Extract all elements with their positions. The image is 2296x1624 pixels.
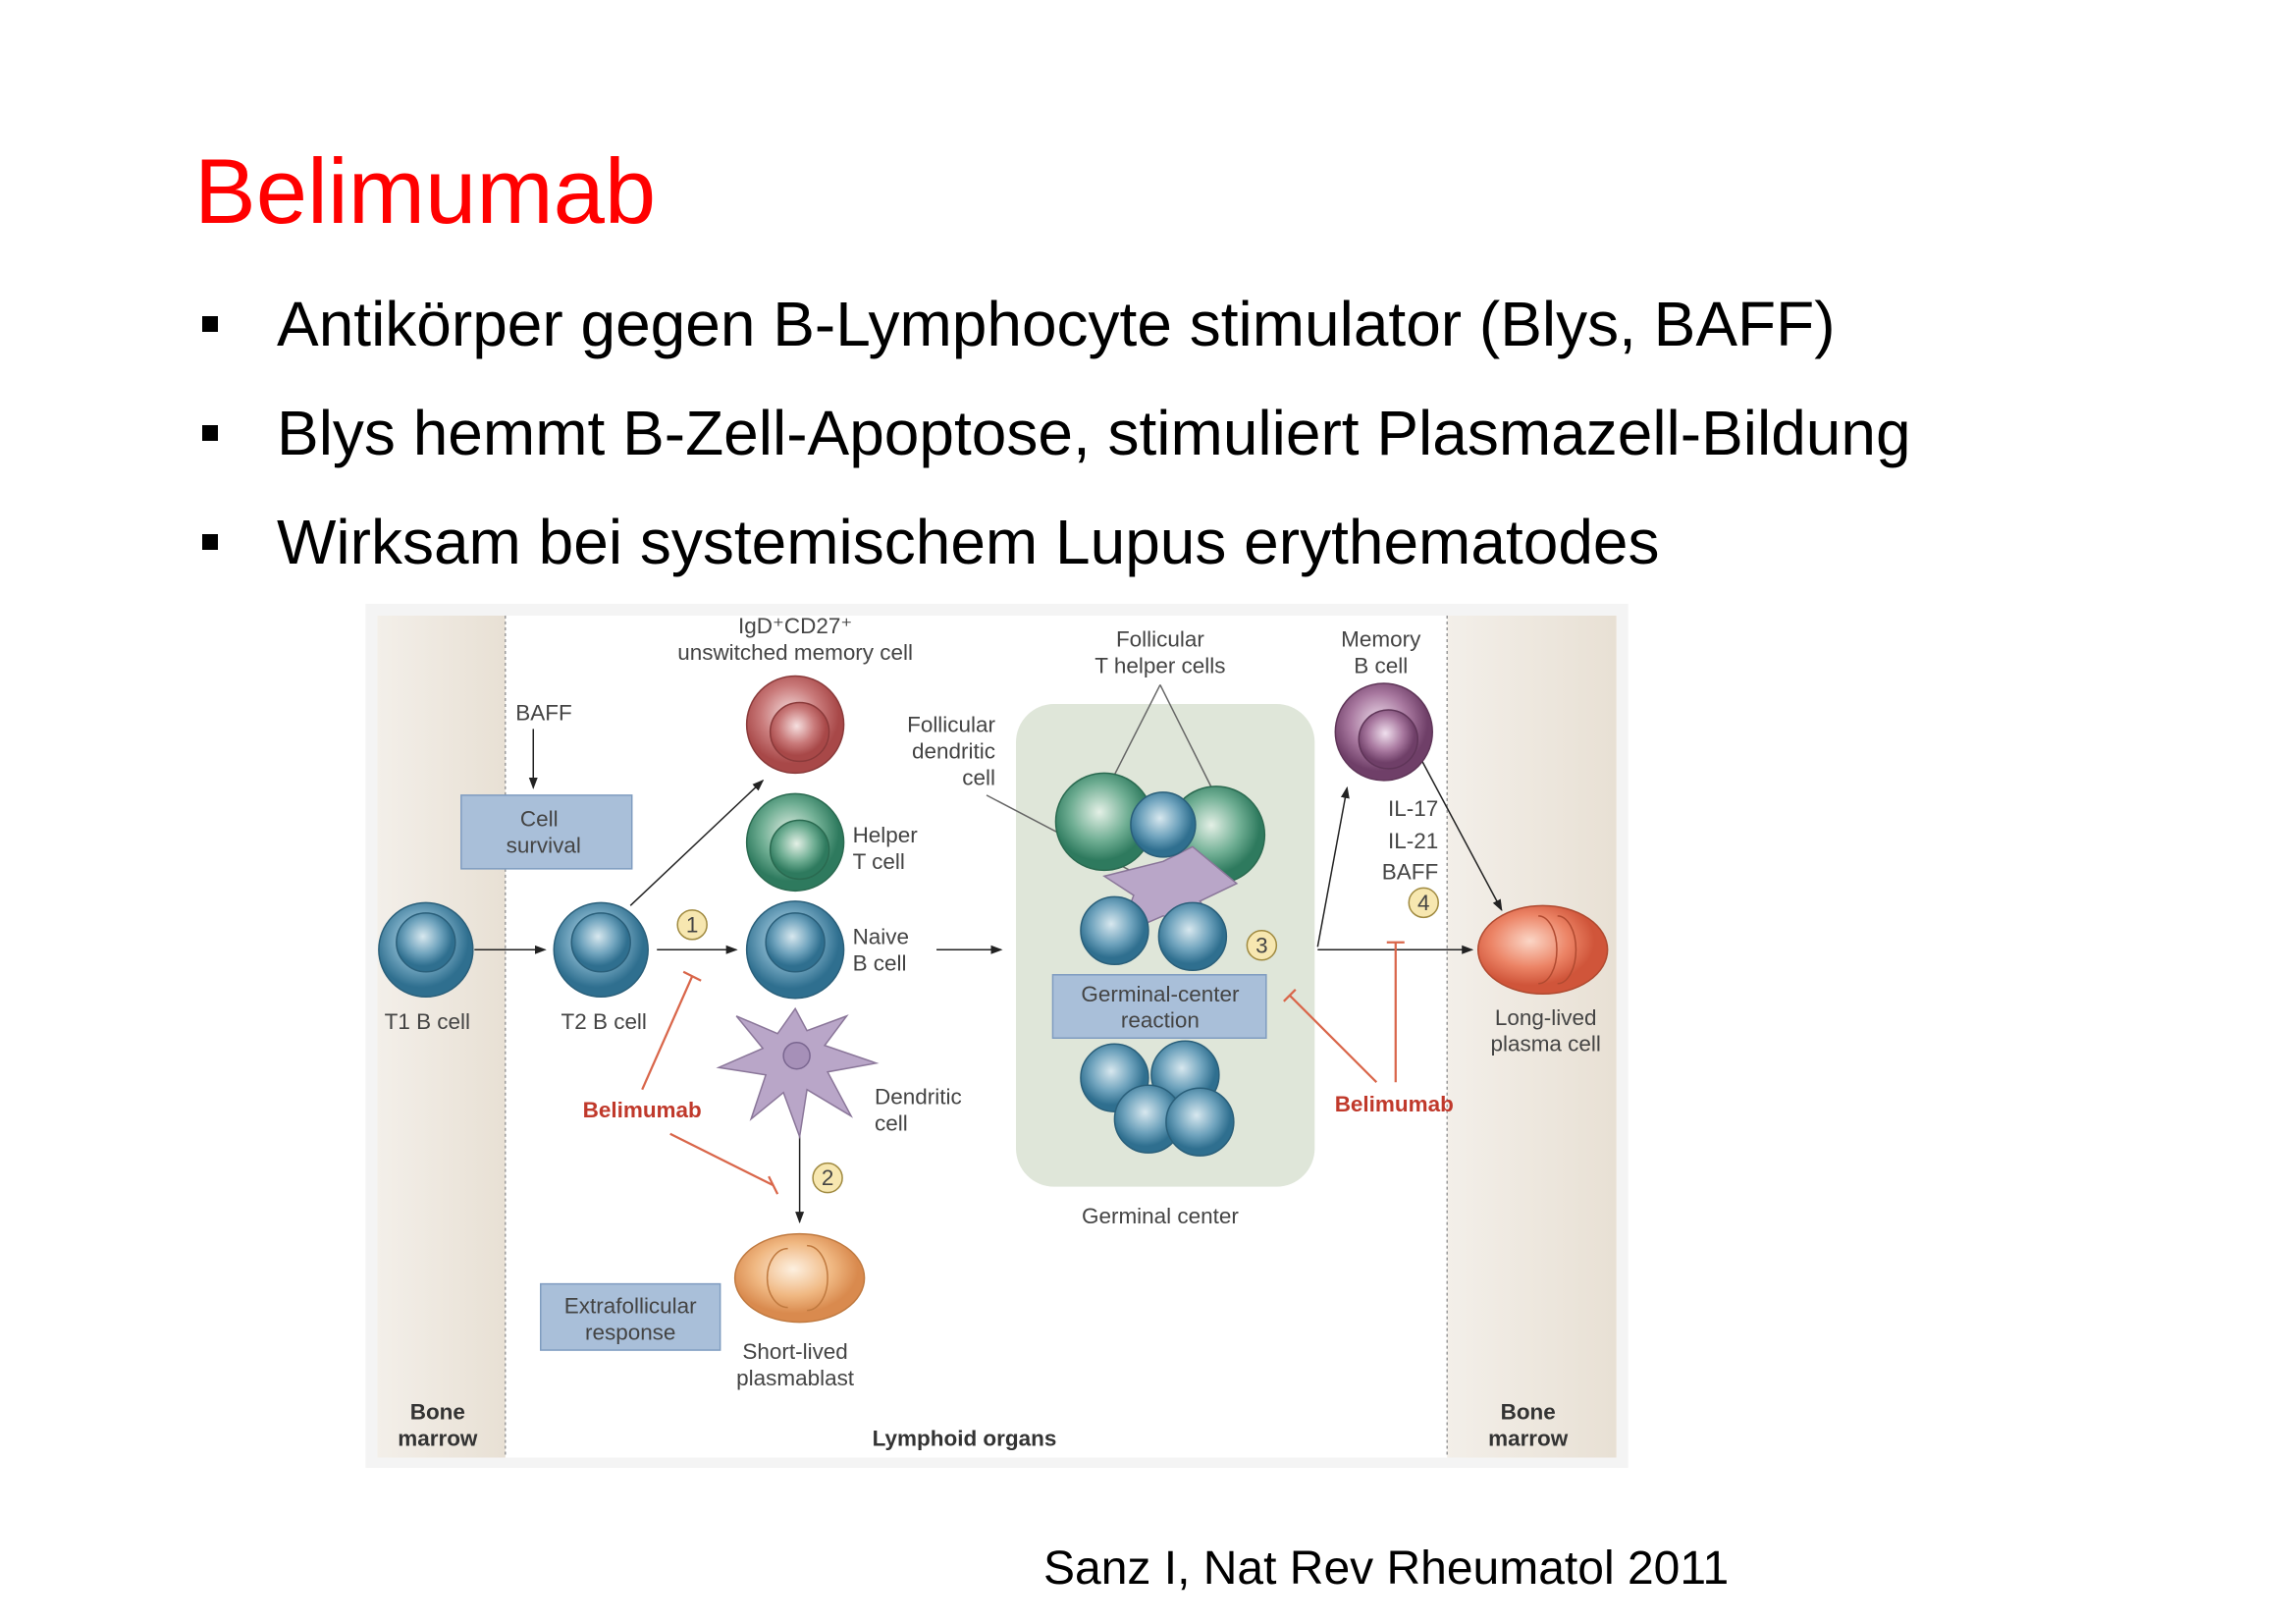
label-t1-b-cell: T1 B cell — [385, 1009, 470, 1034]
label-plasmablast: plasmablast — [736, 1366, 855, 1390]
step-2: 2 — [822, 1165, 834, 1190]
label-plasmablast: Short-lived — [742, 1339, 847, 1364]
slide-title: Belimumab — [194, 139, 657, 243]
bullet-list: Antikörper gegen B-Lymphocyte stimulator… — [196, 293, 1911, 620]
step-badges: 1 2 3 4 — [676, 887, 1439, 1194]
long-lived-plasma-cell — [1476, 904, 1609, 996]
label: response — [585, 1321, 675, 1345]
label-helper: T cell — [853, 849, 905, 874]
label: Cell — [520, 806, 559, 831]
label-memory: B cell — [1354, 653, 1408, 677]
bone-marrow-left-panel — [377, 615, 506, 1458]
label-unswitched-memory: unswitched memory cell — [677, 640, 913, 665]
bullet-text: Antikörper gegen B-Lymphocyte stimulator… — [277, 289, 1836, 359]
germinal-center-cells — [1054, 772, 1266, 1157]
label-helper: Helper — [853, 823, 919, 847]
label: survival — [507, 833, 581, 857]
label: reaction — [1121, 1008, 1200, 1033]
t1-b-cell — [378, 901, 474, 999]
helper-t-cell — [745, 792, 845, 893]
label-plasma: Long-lived — [1495, 1005, 1597, 1030]
label-tfh: T helper cells — [1095, 653, 1225, 677]
bullet-item: Blys hemmt B-Zell-Apoptose, stimuliert P… — [196, 402, 1911, 511]
b-cell-diagram: Cell survival Germinal-center reaction E… — [365, 604, 1629, 1468]
label-bone-marrow-left: Bone — [410, 1400, 465, 1425]
label-lymphoid-organs: Lymphoid organs — [873, 1427, 1057, 1451]
label-naive: Naive — [853, 924, 909, 948]
label-baff: BAFF — [515, 700, 571, 725]
label-il21: IL-21 — [1388, 829, 1438, 853]
label-belimumab-right: Belimumab — [1335, 1092, 1454, 1116]
short-lived-plasmablast — [733, 1232, 866, 1324]
label-memory: Memory — [1341, 626, 1421, 651]
label-il17: IL-17 — [1388, 796, 1438, 821]
label-fdc: cell — [962, 765, 995, 789]
label-bone-marrow-left: marrow — [398, 1427, 478, 1451]
label-fdc: dendritic — [912, 738, 995, 763]
label: Germinal-center — [1081, 982, 1240, 1006]
extrafollicular-box: Extrafollicular response — [540, 1282, 721, 1351]
label: Extrafollicular — [564, 1294, 697, 1319]
step-1: 1 — [686, 912, 699, 937]
label-germinal-center: Germinal center — [1082, 1204, 1239, 1228]
cell-survival-box: Cell survival — [460, 794, 633, 870]
bullet-square-icon — [202, 534, 218, 550]
belimumab-inhibition-lines — [641, 941, 1405, 1195]
naive-b-cell — [745, 900, 845, 1000]
step-3: 3 — [1255, 933, 1268, 957]
label-baff-cytokine: BAFF — [1382, 859, 1438, 884]
label-plasma: plasma cell — [1490, 1032, 1600, 1056]
label-belimumab-left: Belimumab — [583, 1098, 702, 1122]
memory-b-cell — [1334, 682, 1433, 782]
bullet-item: Wirksam bei systemischem Lupus erythemat… — [196, 511, 1911, 620]
unswitched-memory-cell — [745, 675, 845, 775]
label-igd-cd27: IgD⁺CD27⁺ — [738, 614, 852, 638]
label-dendritic: cell — [875, 1111, 908, 1136]
bullet-square-icon — [202, 425, 218, 441]
dendritic-cell — [716, 1006, 880, 1140]
label-bone-marrow-right: Bone — [1501, 1400, 1556, 1425]
step-4: 4 — [1417, 891, 1430, 915]
t2-b-cell — [553, 901, 649, 999]
citation: Sanz I, Nat Rev Rheumatol 2011 — [1043, 1543, 1730, 1595]
gc-reaction-box: Germinal-center reaction — [1051, 974, 1267, 1039]
label-bone-marrow-right: marrow — [1488, 1427, 1569, 1451]
bone-marrow-right-panel — [1447, 615, 1617, 1458]
bullet-text: Blys hemmt B-Zell-Apoptose, stimuliert P… — [277, 398, 1911, 468]
label-dendritic: Dendritic — [875, 1085, 962, 1110]
bullet-text: Wirksam bei systemischem Lupus erythemat… — [277, 507, 1660, 577]
label-naive: B cell — [853, 950, 907, 975]
bullet-item: Antikörper gegen B-Lymphocyte stimulator… — [196, 293, 1911, 402]
label-t2-b-cell: T2 B cell — [561, 1009, 647, 1034]
label-fdc: Follicular — [907, 712, 995, 736]
bullet-square-icon — [202, 316, 218, 332]
label-tfh: Follicular — [1116, 626, 1204, 651]
